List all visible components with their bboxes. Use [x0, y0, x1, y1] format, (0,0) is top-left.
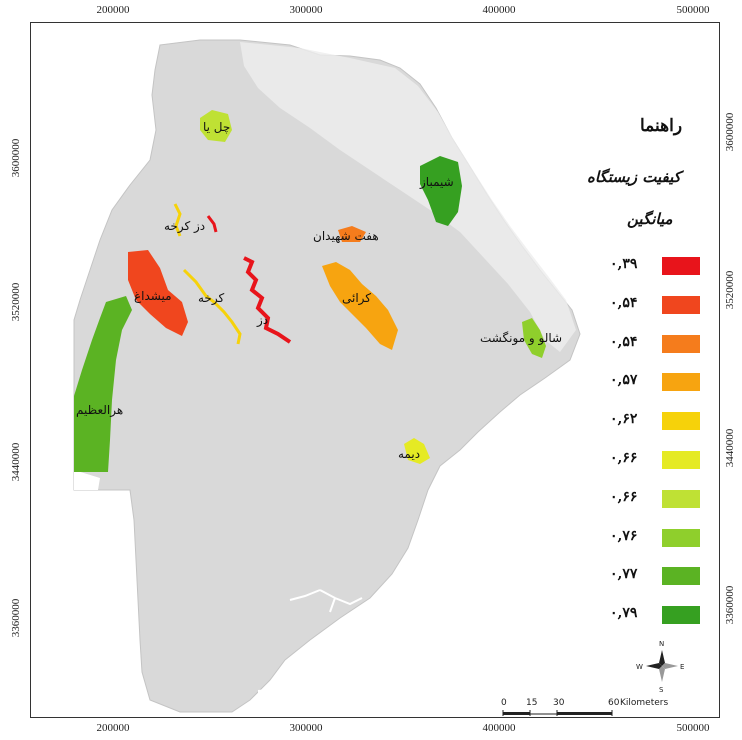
- place-label: شالو و مونگشت: [480, 331, 562, 346]
- west-label: W: [636, 663, 643, 671]
- area-karkheh: [182, 268, 242, 345]
- top-tick: 300000: [289, 4, 323, 16]
- scale-label: 30: [553, 698, 565, 708]
- place-label: دز کرخه: [164, 219, 205, 234]
- wetland: [289, 589, 363, 613]
- area-hur-al-azim: [74, 296, 132, 472]
- legend-swatch: [662, 373, 700, 392]
- legend-value: ۰,۵۴: [610, 294, 638, 311]
- legend-value: ۰,۵۷: [610, 372, 638, 389]
- place-label: میشداغ: [134, 289, 172, 303]
- area-dez-karkheh: [173, 203, 182, 237]
- legend-swatch: [662, 412, 700, 431]
- area-shimbaz: [420, 156, 462, 226]
- scale-bar: 0 15 30 60 Kilometers: [501, 698, 668, 716]
- legend-row: ۰,۷۷: [610, 566, 700, 586]
- legend-swatch: [662, 257, 700, 275]
- legend-value: ۰,۷۶: [610, 527, 638, 544]
- place-label: کرائی: [342, 291, 371, 306]
- legend-row: ۰,۶۲: [610, 411, 700, 431]
- legend-value: ۰,۶۲: [610, 411, 638, 428]
- province-shape: [73, 39, 581, 713]
- place-label: دیمه: [398, 447, 420, 461]
- place-label: شیمباز: [419, 175, 454, 190]
- legend-swatch: [662, 295, 700, 314]
- legend-swatch: [662, 606, 700, 625]
- legend-row: ۰,۷۹: [610, 605, 700, 625]
- legend-row: ۰,۳۹: [610, 256, 700, 276]
- legend-value: ۰,۵۴: [610, 333, 638, 350]
- legend-mean-label: میانگین: [627, 210, 673, 228]
- top-tick: 500000: [676, 4, 710, 16]
- legend-value: ۰,۳۹: [610, 256, 638, 272]
- top-tick: 400000: [482, 4, 516, 16]
- legend-value: ۰,۷۷: [610, 566, 638, 583]
- bottom-tick: 500000: [676, 722, 710, 734]
- area-dimeh: [404, 438, 430, 464]
- bottom-tick: 300000: [289, 722, 323, 734]
- scale-label: 0: [501, 698, 507, 708]
- scale-label: 60: [608, 698, 620, 708]
- place-label: هرالعظیم: [76, 403, 123, 418]
- area-dez-red: [206, 215, 218, 233]
- place-label: دز: [256, 313, 268, 328]
- area-haft-shahidan: [338, 226, 366, 242]
- legend-row: ۰,۵۴: [610, 295, 700, 315]
- bottom-tick: 200000: [96, 722, 130, 734]
- legend-value: ۰,۷۹: [610, 605, 638, 622]
- south-label: S: [659, 686, 664, 694]
- legend-value: ۰,۶۶: [610, 450, 638, 466]
- scale-unit: Kilometers: [620, 698, 668, 708]
- legend-row: ۰,۷۶: [610, 528, 700, 548]
- east-label: E: [680, 663, 684, 671]
- place-label: چل یا: [203, 120, 230, 134]
- area-shalu: [522, 318, 546, 358]
- legend-swatch: [662, 528, 700, 547]
- area-chal-ya: [200, 110, 232, 142]
- mountain-relief: [240, 42, 576, 352]
- legend-swatch: [662, 451, 700, 469]
- place-label: کرخه: [198, 291, 224, 306]
- legend-row: ۰,۶۶: [610, 489, 700, 509]
- legend-swatch: [662, 489, 700, 508]
- legend-subtitle: کیفیت زیستگاه: [587, 168, 681, 186]
- area-dez: [243, 256, 292, 344]
- legend-value: ۰,۶۶: [610, 488, 638, 505]
- coast-shape: [74, 470, 100, 490]
- area-mishdagh: [128, 250, 188, 336]
- legend-row: ۰,۶۶: [610, 450, 700, 470]
- scale-label: 15: [526, 698, 537, 708]
- bottom-tick: 400000: [482, 722, 516, 734]
- place-label: هفت شهیدان: [313, 229, 379, 243]
- legend-swatch: [662, 567, 700, 586]
- north-arrow-icon: N E S W: [636, 640, 684, 694]
- legend-row: ۰,۵۷: [610, 372, 700, 392]
- legend-title: راهنما: [640, 116, 683, 136]
- area-karaei: [322, 262, 398, 350]
- legend-swatch: [662, 334, 700, 353]
- coast-shape: [258, 688, 275, 715]
- legend-row: ۰,۵۴: [610, 334, 700, 354]
- north-label: N: [659, 640, 664, 648]
- top-tick: 200000: [96, 4, 130, 16]
